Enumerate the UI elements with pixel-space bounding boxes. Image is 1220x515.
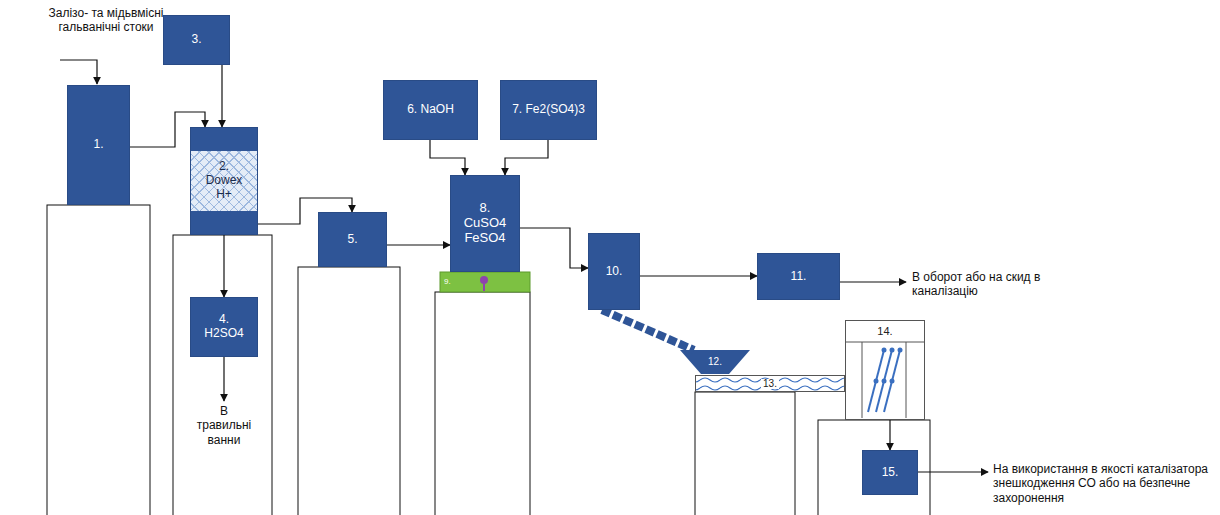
box-label: 1. [93, 138, 103, 152]
process-box: 7. Fe2(SO4)3 [500, 80, 597, 140]
screw-conveyor [602, 310, 694, 350]
process-box: 10. [588, 233, 640, 310]
flow-note: В оборот або на скид в каналізацію [912, 270, 1067, 299]
process-box: 12. [680, 350, 750, 374]
process-box: 9. [440, 272, 530, 292]
process-box: 5. [318, 212, 387, 267]
box-label: 4. H2SO4 [199, 313, 249, 341]
box-label: 5. [347, 233, 357, 247]
flow-note: Залізо- та мідьвмісні гальванічні стоки [36, 6, 176, 35]
process-box: 3. [163, 15, 230, 65]
box-label: 15. [882, 466, 899, 480]
process-box: 11. [757, 253, 840, 300]
belt-texture [696, 376, 844, 391]
process-box: 14. [845, 320, 925, 420]
box-label: 9. [444, 278, 451, 286]
box-label: 2. Dowex H+ [203, 160, 245, 201]
box-label: 14. [877, 325, 892, 338]
box-label: 7. Fe2(SO4)3 [512, 103, 585, 117]
funnel [680, 350, 750, 374]
flow-arrow [889, 420, 890, 450]
process-box: 6. NaOH [383, 80, 478, 140]
box-label: 3. [191, 33, 201, 47]
flow-arrow [520, 228, 588, 268]
process-box: 2. Dowex H+ [190, 127, 258, 235]
box-label: 12. [708, 357, 722, 367]
process-box: 4. H2SO4 [190, 297, 258, 357]
stirrer [480, 276, 488, 284]
flow-arrow [387, 244, 450, 245]
flow-arrow [221, 65, 222, 127]
box-label: 13. [761, 379, 779, 389]
flow-note: В травильні ванни [192, 404, 256, 447]
flow-arrow [640, 275, 757, 276]
box-label: 11. [791, 270, 807, 284]
flow-note: На використання в якості каталізатора зн… [993, 462, 1215, 505]
flow-arrow [505, 140, 548, 175]
flow-arrow [430, 140, 465, 175]
band [440, 272, 530, 292]
process-box: 15. [862, 450, 918, 495]
process-box: 8. CuSO4 FeSO4 [450, 175, 520, 272]
flow-arrow [60, 60, 988, 472]
filter-interior [845, 342, 925, 418]
box-label: 6. NaOH [407, 103, 454, 117]
process-box: 1. [67, 85, 130, 205]
box-label: 8. CuSO4 FeSO4 [459, 201, 511, 246]
box-label: 10. [606, 265, 623, 279]
process-box: 13. [695, 375, 845, 392]
stirrer [483, 284, 485, 291]
flow-arrow [223, 235, 224, 297]
